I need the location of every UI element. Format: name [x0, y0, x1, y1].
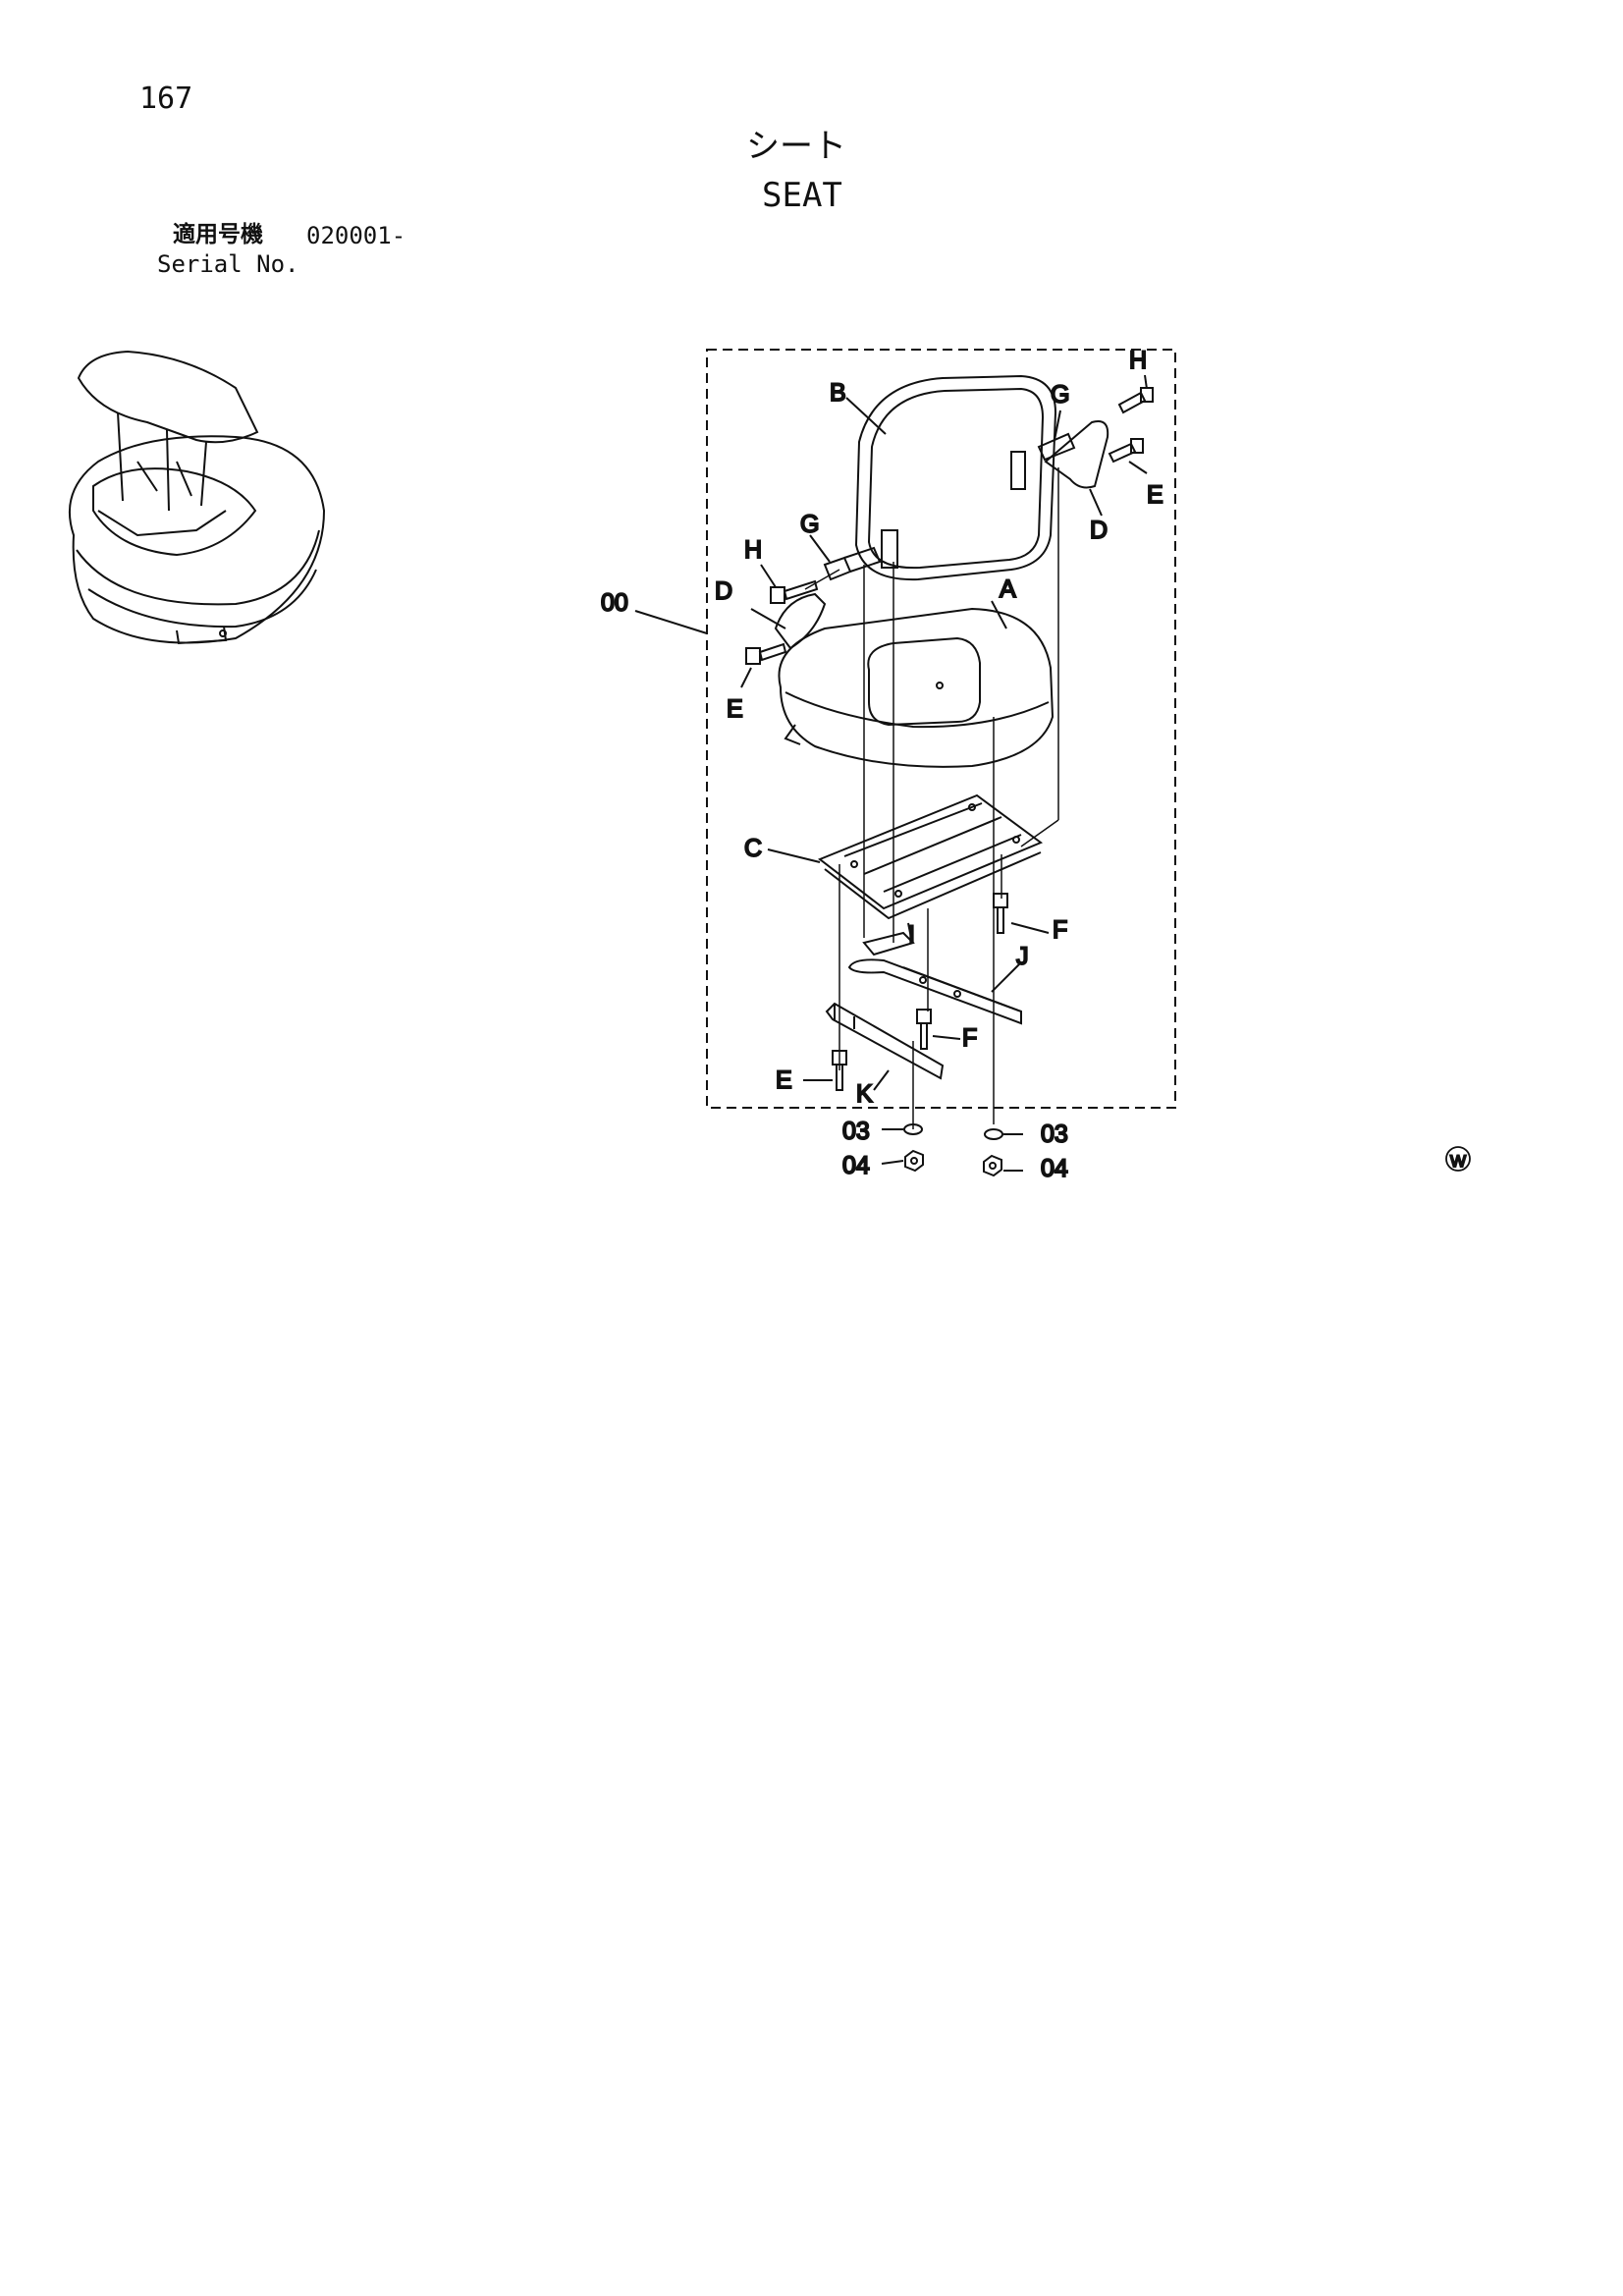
callout-E-bottom: E: [776, 1066, 792, 1094]
callout-03-left: 03: [842, 1118, 870, 1145]
right-hinge-bracket: [1044, 420, 1109, 489]
serial-label-jp: 適用号機: [173, 222, 263, 247]
left-hinge-bolt: [770, 579, 819, 604]
callout-F-lower: F: [962, 1024, 977, 1052]
callout-C: C: [744, 835, 762, 862]
circled-w-icon: W: [1445, 1146, 1471, 1172]
slide-rail-left: [825, 1002, 945, 1080]
callout-H-right: H: [1129, 347, 1147, 374]
assembly-boundary: [706, 349, 1176, 1109]
backrest: [854, 374, 1057, 581]
callout-A: A: [1000, 575, 1016, 603]
page-number: 167: [139, 82, 193, 116]
nut-right: [983, 1154, 1002, 1177]
right-side-screw: [1108, 438, 1144, 464]
excavator-cab-overview-icon: [68, 350, 326, 645]
left-mount-screw: [745, 642, 787, 665]
left-hinge-bracket: [774, 592, 827, 650]
frame-bolt-upper: [993, 893, 1008, 934]
callout-H-left: H: [744, 536, 762, 564]
slide-lever: [862, 931, 915, 957]
callout-I: I: [908, 921, 915, 949]
callout-00: 00: [601, 589, 628, 617]
page-title-en: SEAT: [762, 176, 842, 215]
slide-frame: [818, 793, 1044, 920]
rail-bolt-lower: [916, 1009, 932, 1050]
washer-right: [984, 1128, 1003, 1140]
right-hinge-pin: [1037, 432, 1076, 462]
right-top-bolt: [1117, 387, 1154, 414]
nut-left: [904, 1149, 924, 1173]
callout-F-upper: F: [1053, 916, 1067, 944]
serial-number: 020001-: [306, 222, 406, 249]
callout-03-right: 03: [1041, 1121, 1068, 1148]
mark-letter: W: [1450, 1152, 1466, 1171]
serial-label-en: Serial No.: [157, 250, 299, 278]
callout-J: J: [1016, 943, 1029, 970]
slide-rail-right: [847, 958, 1022, 1025]
page-title-jp: シート: [746, 127, 846, 166]
callout-G-left: G: [800, 511, 819, 538]
callout-04-right: 04: [1041, 1155, 1068, 1182]
rail-bolt-bottom: [832, 1050, 847, 1091]
washer-left: [903, 1123, 923, 1135]
callout-G-right: G: [1051, 381, 1069, 409]
callout-B: B: [830, 379, 846, 407]
callout-04-left: 04: [842, 1152, 870, 1179]
seat-cushion: [778, 607, 1055, 768]
callout-E-left: E: [727, 695, 743, 723]
left-hinge-pin: [823, 546, 882, 581]
callout-K: K: [856, 1080, 873, 1108]
callout-D-left: D: [715, 577, 732, 605]
callout-E-right: E: [1147, 481, 1163, 509]
callout-D-right: D: [1090, 517, 1108, 544]
